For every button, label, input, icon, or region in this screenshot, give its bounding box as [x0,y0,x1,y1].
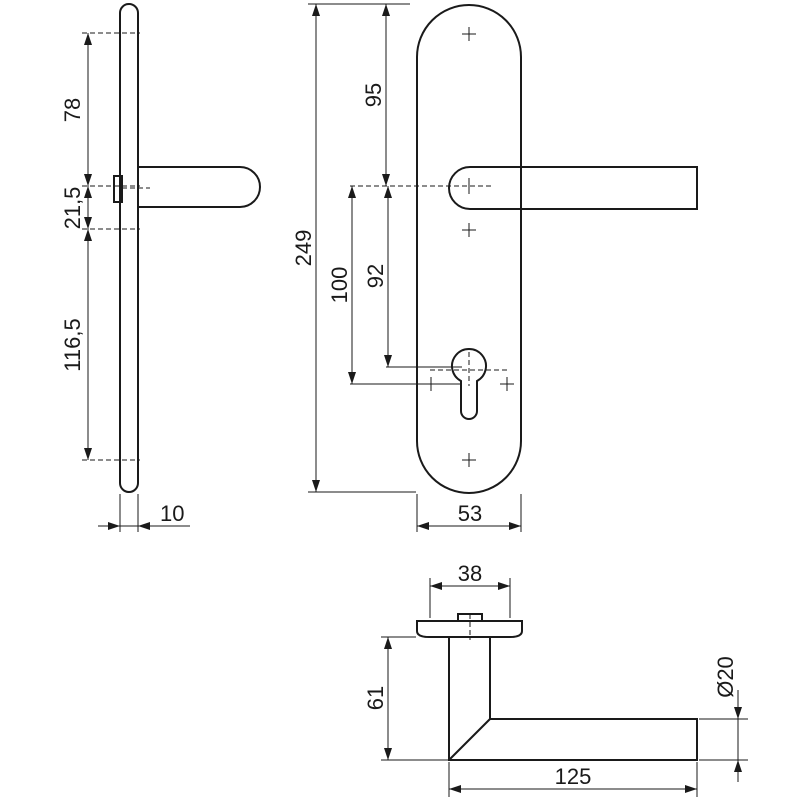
rose [416,620,523,638]
dim-label-125: 125 [555,764,592,789]
dim-label-61: 61 [363,686,388,710]
top-view: 38 61 125 Ø20 [363,561,748,797]
dim-label-95: 95 [361,83,386,107]
side-handle [138,166,261,208]
dim-label-249: 249 [291,230,316,267]
side-plate [119,3,139,493]
side-view: 78 21,5 116,5 10 [60,3,261,532]
top-handle [448,637,698,761]
dim-label-diameter-20: Ø20 [713,656,738,698]
dim-label-10: 10 [160,501,184,526]
dim-label-78: 78 [60,98,85,122]
screw-marks [424,27,514,467]
dim-label-38: 38 [458,561,482,586]
side-spindle [113,175,123,203]
dim-label-100: 100 [327,267,352,304]
dim-label-116-5: 116,5 [60,318,85,371]
dim-label-21-5: 21,5 [60,187,85,230]
front-handle [448,166,698,210]
dim-label-53: 53 [458,501,482,526]
dim-label-92: 92 [363,264,388,288]
front-view: 249 95 100 92 53 [291,3,698,532]
front-plate [416,4,522,494]
keyhole [451,348,487,420]
